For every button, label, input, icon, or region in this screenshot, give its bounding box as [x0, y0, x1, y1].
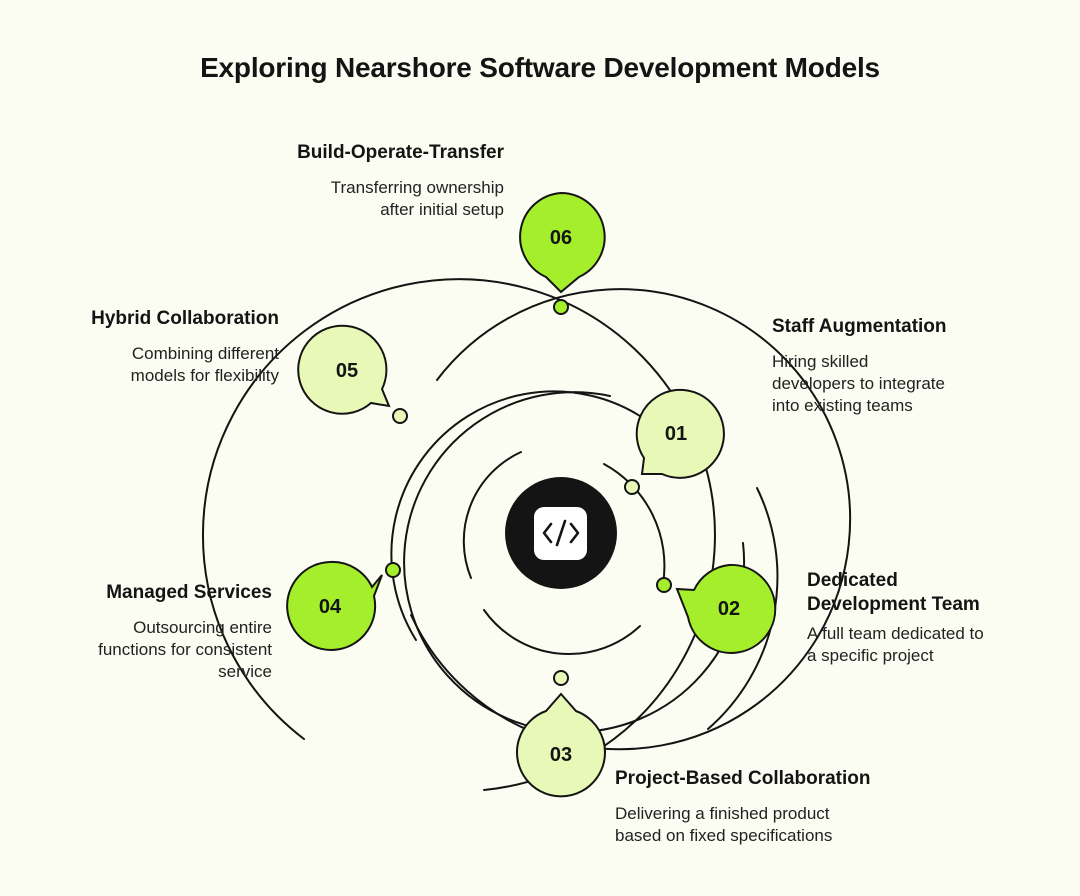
badge-04: 04 [286, 560, 383, 651]
badge-number: 03 [550, 744, 572, 766]
model-02-label: Dedicated Development Team A full team d… [807, 569, 1072, 667]
badge-05: 05 [297, 324, 391, 415]
badge-06: 06 [519, 191, 606, 294]
orbit-ring-4 [403, 391, 746, 734]
model-description: Hiring skilled developers to integrate i… [772, 352, 945, 415]
badge-number: 01 [665, 423, 687, 445]
model-01-label: Staff Augmentation Hiring skilled develo… [772, 315, 1072, 417]
badge-number: 05 [336, 360, 358, 382]
dot-01 [624, 479, 640, 495]
model-description: Combining different models for flexibili… [130, 344, 279, 385]
model-title: Managed Services [106, 582, 272, 603]
dot-03 [553, 670, 569, 686]
badge-number: 04 [319, 596, 342, 618]
model-05-label: Hybrid Collaboration Combining different… [0, 307, 279, 387]
dot-02 [656, 577, 672, 593]
dot-06 [553, 299, 569, 315]
badge-03: 03 [516, 692, 606, 798]
orbit-ring-2 [603, 463, 666, 585]
page-title: Exploring Nearshore Software Development… [200, 52, 880, 83]
model-description: Delivering a finished product based on f… [615, 804, 833, 845]
dot-04 [385, 562, 401, 578]
orbit-ring-1 [483, 609, 641, 656]
model-title: Staff Augmentation [772, 316, 947, 337]
orbit-dots [385, 299, 672, 686]
model-04-label: Managed Services Outsourcing entire func… [0, 581, 272, 683]
model-title: Project-Based Collaboration [615, 768, 871, 789]
model-title: Dedicated Development Team [807, 570, 980, 615]
model-03-label: Project-Based Collaboration Delivering a… [615, 767, 915, 847]
orbit-ring-0 [462, 451, 522, 579]
model-title: Build-Operate-Transfer [297, 142, 504, 163]
badge-02: 02 [675, 563, 777, 654]
model-title: Hybrid Collaboration [91, 308, 279, 329]
model-description: A full team dedicated to a specific proj… [807, 624, 984, 665]
model-description: Outsourcing entire functions for consist… [98, 618, 272, 681]
badge-number: 02 [718, 598, 740, 620]
badge-number: 06 [550, 227, 572, 249]
badge-01: 01 [635, 388, 725, 479]
orbit-ring-6 [201, 278, 716, 791]
model-06-label: Build-Operate-Transfer Transferring owne… [204, 141, 504, 221]
center-hub [505, 477, 617, 589]
model-description: Transferring ownership after initial set… [330, 178, 504, 219]
dot-05 [392, 408, 408, 424]
